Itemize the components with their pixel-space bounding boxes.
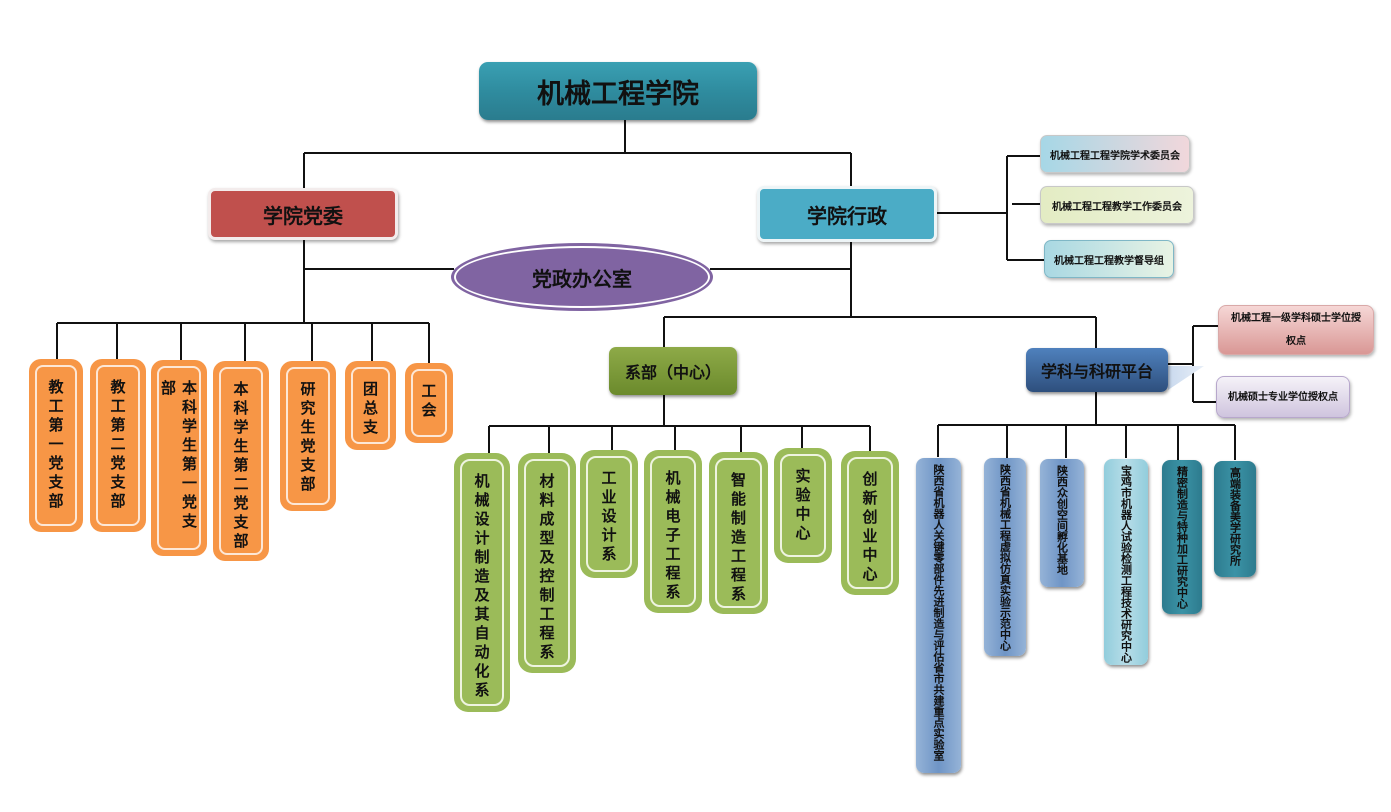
research-item-6[interactable]: 高端装备美学研究所 (1214, 461, 1256, 577)
committee-label: 机械工程工程教学督导组 (1054, 255, 1164, 267)
departments-title: 系部（中心） (624, 363, 721, 382)
department-label: 材料成型及控制工程系 (537, 473, 556, 663)
administration-node[interactable]: 学院行政 (757, 186, 937, 242)
department-7[interactable]: 创新创业中心 (843, 453, 897, 593)
research-platform-node[interactable]: 学科与科研平台 (1026, 348, 1168, 392)
party-branch-6[interactable]: 团总支 (347, 363, 394, 448)
committee-label: 机械工程工程学院学术委员会 (1050, 150, 1180, 162)
party-branch-1[interactable]: 教工第一党支部 (31, 361, 81, 530)
department-label: 机械设计制造及其自动化系 (472, 473, 491, 701)
department-3[interactable]: 工业设计系 (582, 452, 636, 576)
connector-platform-items (937, 392, 1236, 460)
research-item-label: 精密制造与特种加工研究中心 (1175, 466, 1189, 609)
research-item-1[interactable]: 陕西省机器人关键零部件先进制造与评估省市共建重点实验室 (916, 458, 961, 773)
root-node-college[interactable]: 机械工程学院 (479, 62, 757, 120)
degree-point-label: 机械工程一级学科硕士学位授权点 (1231, 313, 1361, 347)
connector-admin-split (663, 316, 1097, 348)
party-committee-node[interactable]: 学院党委 (208, 188, 398, 240)
department-5[interactable]: 智能制造工程系 (711, 454, 766, 612)
connector-admin (710, 242, 852, 317)
department-label: 实验中心 (793, 468, 812, 544)
root-title: 机械工程学院 (537, 78, 699, 110)
committee-label: 机械工程工程教学工作委员会 (1052, 201, 1182, 213)
department-label: 机械电子工程系 (663, 470, 682, 603)
degree-point-professional[interactable]: 机械硕士专业学位授权点 (1216, 376, 1350, 418)
research-platform-title: 学科与科研平台 (1040, 362, 1153, 381)
party-branch-7[interactable]: 工会 (407, 365, 451, 441)
research-item-4[interactable]: 宝鸡市机器人试验检测工程技术研究中心 (1104, 459, 1148, 665)
degree-point-label: 机械硕士专业学位授权点 (1228, 391, 1338, 403)
department-6[interactable]: 实验中心 (776, 450, 830, 561)
research-item-3[interactable]: 陕西众创空间孵化基地 (1040, 459, 1084, 587)
branch-label: 团总支 (361, 381, 379, 438)
department-4[interactable]: 机械电子工程系 (646, 452, 700, 611)
branch-label: 研究生党支部 (298, 381, 317, 495)
research-item-label: 陕西省机械工程虚拟仿真实验示范中心 (998, 464, 1012, 651)
department-2[interactable]: 材料成型及控制工程系 (520, 455, 574, 671)
office-node[interactable]: 党政办公室 (454, 246, 710, 308)
party-branch-2[interactable]: 教工第二党支部 (92, 361, 144, 530)
branch-label: 教工第一党支部 (46, 379, 65, 512)
degree-point-academic[interactable]: 机械工程一级学科硕士学位授权点 (1218, 305, 1374, 355)
connector-degree-points (1168, 325, 1218, 403)
connector-root (303, 120, 852, 188)
department-label: 创新创业中心 (860, 471, 879, 585)
party-committee-title: 学院党委 (263, 203, 343, 228)
connector-party (303, 240, 454, 323)
branch-label: 本科学生第一党支部 (159, 380, 198, 532)
department-label: 智能制造工程系 (729, 472, 747, 605)
administration-title: 学院行政 (807, 203, 887, 228)
connector-departments (488, 395, 871, 454)
branch-label: 教工第二党支部 (108, 379, 127, 512)
department-1[interactable]: 机械设计制造及其自动化系 (456, 455, 508, 710)
party-branch-5[interactable]: 研究生党支部 (282, 363, 334, 509)
office-title: 党政办公室 (532, 266, 632, 291)
committee-supervision[interactable]: 机械工程工程教学督导组 (1044, 240, 1174, 278)
committee-teaching[interactable]: 机械工程工程教学工作委员会 (1040, 186, 1194, 224)
party-branch-4[interactable]: 本科学生第二党支部 (215, 363, 267, 559)
connector-committees (937, 155, 1044, 261)
party-branch-3[interactable]: 本科学生第一党支部 (153, 362, 205, 554)
research-item-2[interactable]: 陕西省机械工程虚拟仿真实验示范中心 (984, 458, 1026, 656)
committee-academic[interactable]: 机械工程工程学院学术委员会 (1040, 135, 1190, 173)
research-item-label: 宝鸡市机器人试验检测工程技术研究中心 (1119, 465, 1133, 663)
branch-label: 本科学生第二党支部 (231, 381, 250, 552)
branch-label: 工会 (419, 383, 438, 421)
research-item-label: 高端装备美学研究所 (1228, 467, 1242, 566)
research-item-label: 陕西省机器人关键零部件先进制造与评估省市共建重点实验室 (932, 464, 945, 761)
department-label: 工业设计系 (599, 470, 618, 565)
connector-party-branches (56, 322, 430, 364)
research-item-5[interactable]: 精密制造与特种加工研究中心 (1162, 460, 1202, 614)
departments-node[interactable]: 系部（中心） (609, 347, 737, 395)
research-item-label: 陕西众创空间孵化基地 (1055, 465, 1069, 575)
